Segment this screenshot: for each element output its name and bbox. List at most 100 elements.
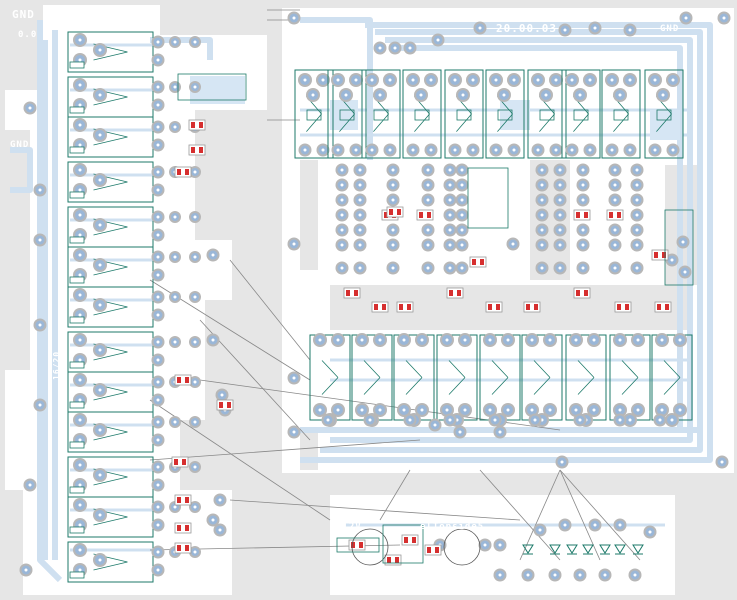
pad-hole [340,243,344,247]
pad-hole [156,143,160,147]
pad-hole [358,183,362,187]
pad-hole [292,242,296,246]
pad-hole [173,255,177,259]
pad-hole [448,183,452,187]
relay-icon [444,69,484,159]
pad-hole [358,213,362,217]
pad-hole [173,295,177,299]
diode-icon [632,544,644,554]
pad-hole [460,168,464,172]
connector-label-12v: +12V [336,522,362,532]
pad-hole [460,243,464,247]
smd-pad [449,290,453,296]
pad-hole [628,78,632,82]
pad-hole [660,338,664,342]
pad-hole [453,78,457,82]
pad-hole [391,198,395,202]
pad-hole [540,168,544,172]
resistor-icon [171,456,189,468]
resistor-icon [416,209,434,221]
trace-bus [10,17,713,583]
diode-icon [522,544,534,554]
pad-hole [156,380,160,384]
pad-hole [378,46,382,50]
pad-hole [78,188,82,192]
smd-pad [384,212,388,218]
pad-hole [613,228,617,232]
pad-hole [38,188,42,192]
pad-hole [220,393,224,397]
pad-hole [156,420,160,424]
pad-hole [661,93,665,97]
relay-icon [67,31,154,73]
smd-pad [177,545,181,551]
pad-hole [448,266,452,270]
pad-hole [558,228,562,232]
smd-pad [389,209,393,215]
pad-hole [38,403,42,407]
pad-hole [354,78,358,82]
smd-pad [177,377,181,383]
pad-hole [411,78,415,82]
pad-hole [156,358,160,362]
smd-pad [665,304,669,310]
smd-pad [219,402,223,408]
pad-hole [581,168,585,172]
diode-icon [69,316,85,324]
smd-pad [387,557,391,563]
pad-hole [553,573,557,577]
smd-pad [374,304,378,310]
resistor-icon [485,301,503,313]
resistor-icon [614,301,632,313]
pad-hole [512,78,516,82]
pad-hole [211,518,215,522]
pad-hole [156,273,160,277]
pad-hole [578,418,582,422]
pad-hole [78,253,82,257]
diode-icon [69,146,85,154]
pad-hole [78,38,82,42]
smd-pad [657,304,661,310]
pad-hole [429,78,433,82]
pad-hole [540,243,544,247]
pad-hole [78,83,82,87]
pad-hole [193,380,197,384]
pad-hole [98,48,102,52]
pad-hole [391,228,395,232]
pad-hole [156,465,160,469]
pad-hole [544,93,548,97]
pad-hole [391,183,395,187]
pad-hole [378,93,382,97]
pad-hole [460,183,464,187]
relay-icon [67,411,154,453]
ic-outline [382,524,424,564]
pad-hole [540,228,544,232]
pad-hole [156,85,160,89]
pad-hole [478,26,482,30]
capacitor-outline [443,528,481,566]
pad-hole [538,528,542,532]
pad-hole [636,338,640,342]
pad-hole [340,198,344,202]
pad-hole [156,550,160,554]
pad-hole [78,483,82,487]
relay-icon [527,69,567,159]
gnd-label-top-right: GND [660,24,680,34]
relay-icon [361,69,401,159]
resistor-icon [654,301,672,313]
pad-hole [460,213,464,217]
pad-hole [193,420,197,424]
pad-hole [38,323,42,327]
pad-hole [560,460,564,464]
pad-hole [193,340,197,344]
smd-pad [617,304,621,310]
smd-pad [382,304,386,310]
pad-hole [463,338,467,342]
pad-hole [540,198,544,202]
pad-hole [506,408,510,412]
pad-hole [536,148,540,152]
pad-hole [498,573,502,577]
resistor-icon [446,287,464,299]
pad-hole [156,313,160,317]
